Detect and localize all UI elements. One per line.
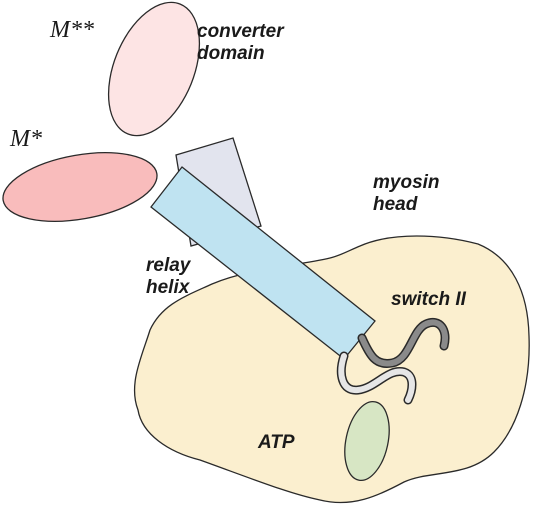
- label-converter-line1: converter: [197, 21, 284, 42]
- label-relay-line1: relay: [146, 255, 191, 276]
- label-converter-line2: domain: [197, 43, 265, 64]
- atp-site-ellipse: [344, 400, 390, 482]
- myosin-head-shape: [133, 235, 530, 504]
- label-relay-line2: helix: [146, 277, 190, 298]
- label-myosin-line1: myosin: [373, 172, 440, 193]
- converter-ellipse-m-star: [2, 152, 158, 222]
- label-m-star: M*: [10, 126, 42, 152]
- label-switch-ii: switch II: [391, 289, 466, 310]
- label-atp: ATP: [258, 432, 295, 453]
- switch-ii-loop: [336, 318, 450, 405]
- label-myosin-line2: head: [373, 194, 418, 215]
- label-m-double-star: M**: [50, 17, 94, 43]
- converter-ellipse-m-double-star: [107, 1, 201, 137]
